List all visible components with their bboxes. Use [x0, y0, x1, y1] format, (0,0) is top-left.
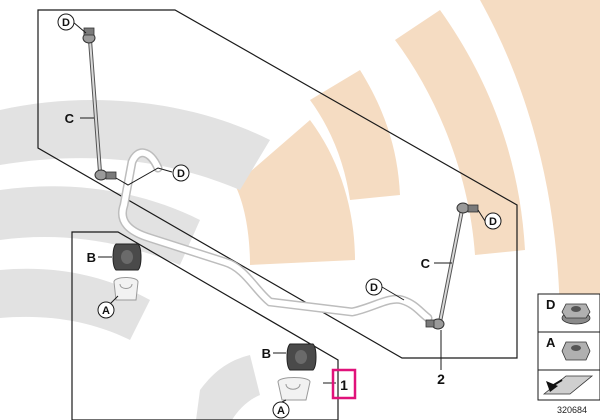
callout-d-left-link: D — [172, 164, 190, 182]
callout-d-top: D — [57, 13, 75, 31]
upper-bracket — [113, 277, 139, 301]
right-stabilizer-link — [425, 202, 479, 330]
legend-panel: D A — [537, 293, 600, 401]
leader-lines — [72, 21, 486, 403]
legend-label-a: A — [546, 335, 556, 350]
lower-bushing — [286, 343, 317, 371]
callout-b-upper: B — [87, 250, 96, 265]
svg-text:1: 1 — [340, 377, 348, 393]
left-stabilizer-link — [82, 27, 117, 181]
lower-bracket — [277, 377, 311, 401]
legend-label-d: D — [546, 297, 555, 312]
callout-d-right-link: D — [365, 278, 383, 296]
svg-text:A: A — [102, 305, 110, 317]
callout-2: 2 — [437, 371, 445, 387]
callout-a-lower: A — [272, 401, 290, 419]
callout-b-lower: B — [262, 346, 271, 361]
link-ball-joint-bottom — [94, 169, 108, 181]
upper-bushing — [112, 243, 142, 271]
svg-text:D: D — [489, 216, 497, 228]
assembly-frames — [37, 9, 518, 420]
callout-a-upper: A — [97, 301, 115, 319]
bushing-kit-frame — [71, 231, 339, 420]
main-kit-frame — [37, 9, 518, 359]
svg-text:A: A — [277, 405, 285, 417]
callout-1-highlight: 1 — [331, 368, 357, 400]
svg-text:D: D — [62, 17, 70, 29]
callout-d-right-top: D — [484, 212, 502, 230]
reference-number: 320684 — [557, 405, 587, 415]
callout-c-left: C — [65, 111, 75, 126]
flange-nut-icon — [561, 303, 591, 325]
svg-text:D: D — [370, 282, 378, 294]
arrow-icon — [542, 375, 594, 395]
stabilizer-bar — [118, 148, 433, 323]
callout-c-right: C — [421, 256, 431, 271]
hex-nut-icon — [561, 341, 591, 361]
svg-text:D: D — [177, 168, 185, 180]
link-ball-joint-top — [456, 202, 470, 214]
